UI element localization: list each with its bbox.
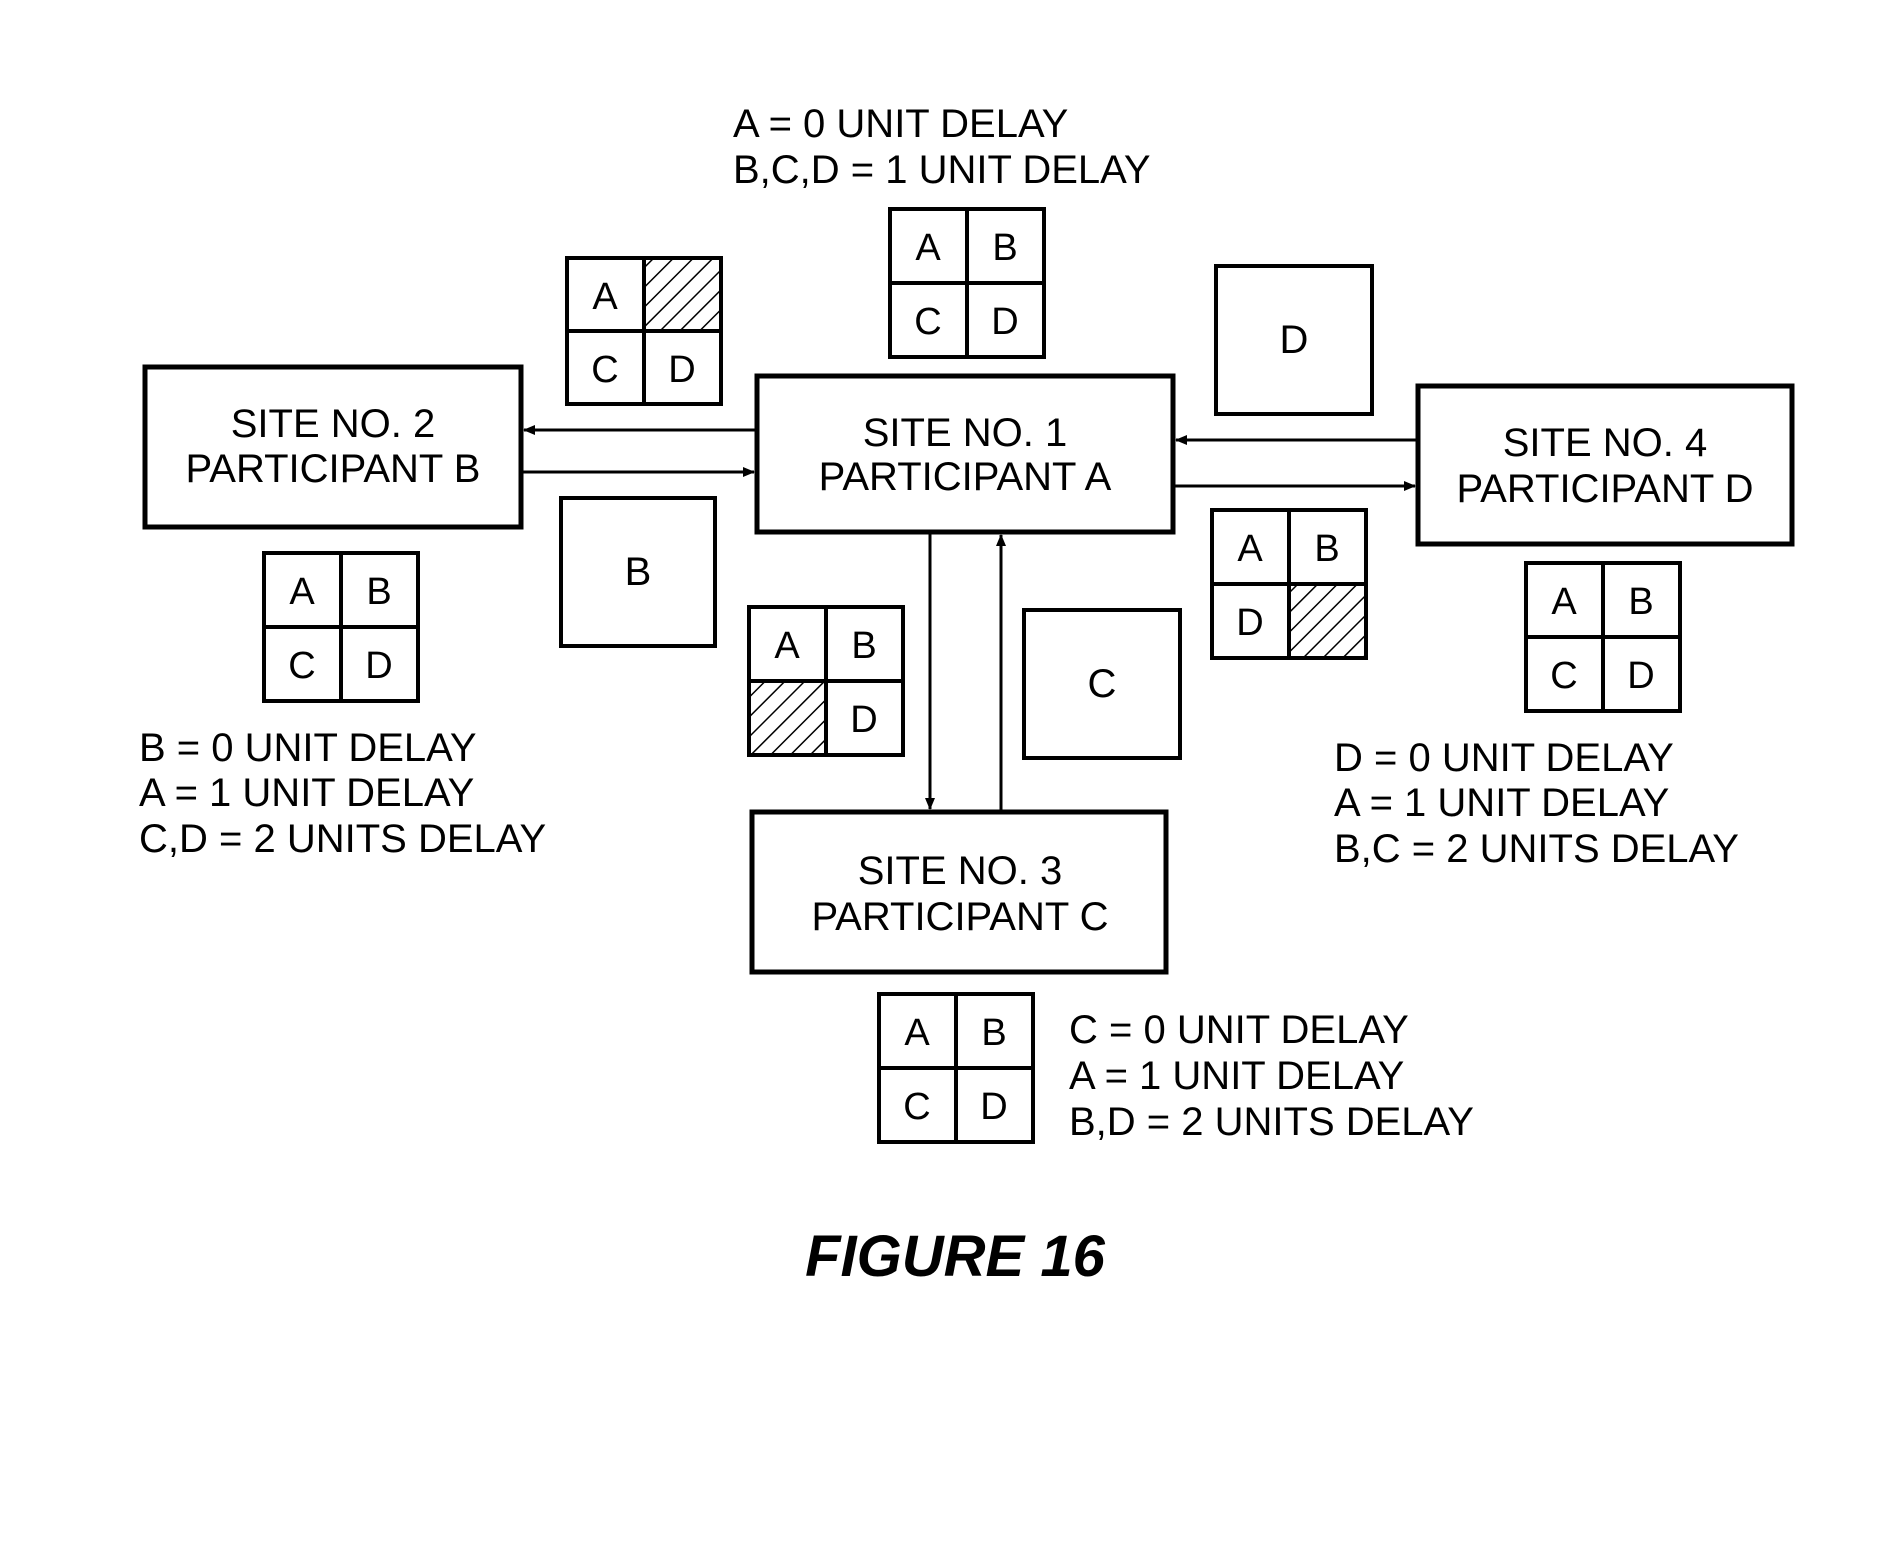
- grid-cell: B: [992, 227, 1017, 269]
- grid-cell: C: [591, 349, 618, 391]
- grid-cell: D: [365, 645, 392, 687]
- site-2-participant: PARTICIPANT B: [186, 447, 481, 491]
- hatched-cell: [1289, 584, 1366, 658]
- figure-caption: FIGURE 16: [805, 1224, 1105, 1289]
- site-3-box: SITE NO. 3 PARTICIPANT C: [752, 812, 1166, 972]
- site-3-frame-grid: A B C D: [879, 994, 1033, 1142]
- grid-cell: C: [914, 301, 941, 343]
- site-4-delay-notes: D = 0 UNIT DELAY A = 1 UNIT DELAY B,C = …: [1334, 736, 1739, 871]
- single-frame-from-site-4: D: [1216, 266, 1372, 414]
- grid-cell: C: [288, 645, 315, 687]
- grid-cell: C: [1550, 655, 1577, 697]
- grid-cell: B: [1628, 581, 1653, 623]
- single-frame-from-site-2: B: [561, 498, 715, 646]
- frame-grid-to-site-4: A B D: [1212, 510, 1366, 658]
- frame-label: B: [625, 550, 652, 594]
- grid-cell: A: [1551, 581, 1577, 623]
- site-1-box: SITE NO. 1 PARTICIPANT A: [757, 376, 1173, 532]
- site-2-frame-grid: A B C D: [264, 553, 418, 701]
- delay-line: C = 0 UNIT DELAY: [1069, 1008, 1409, 1052]
- site-1-title: SITE NO. 1: [863, 411, 1068, 455]
- delay-line: A = 0 UNIT DELAY: [733, 102, 1068, 146]
- site-4-title: SITE NO. 4: [1503, 421, 1708, 465]
- delay-line: C,D = 2 UNITS DELAY: [139, 817, 546, 861]
- site-1-delay-notes: A = 0 UNIT DELAY B,C,D = 1 UNIT DELAY: [733, 102, 1151, 192]
- hatched-cell: [749, 681, 826, 755]
- grid-cell: D: [980, 1086, 1007, 1128]
- delay-line: B,C = 2 UNITS DELAY: [1334, 827, 1739, 871]
- site-2-delay-notes: B = 0 UNIT DELAY A = 1 UNIT DELAY C,D = …: [139, 726, 546, 861]
- frame-grid-to-site-3: A B D: [749, 607, 903, 755]
- hatched-cell: [644, 258, 721, 331]
- site-2-box: SITE NO. 2 PARTICIPANT B: [145, 367, 521, 527]
- frame-grid-to-site-2: A C D: [567, 258, 721, 404]
- delay-line: B,C,D = 1 UNIT DELAY: [733, 148, 1151, 192]
- grid-cell: D: [1627, 655, 1654, 697]
- delay-line: A = 1 UNIT DELAY: [139, 771, 474, 815]
- frame-label: C: [1088, 662, 1117, 706]
- grid-cell: B: [981, 1012, 1006, 1054]
- delay-line: A = 1 UNIT DELAY: [1334, 781, 1669, 825]
- grid-cell: A: [904, 1012, 930, 1054]
- grid-cell: A: [774, 625, 800, 667]
- site-4-participant: PARTICIPANT D: [1456, 467, 1753, 511]
- site-4-box: SITE NO. 4 PARTICIPANT D: [1418, 386, 1792, 544]
- single-frame-from-site-3: C: [1024, 610, 1180, 758]
- delay-line: B = 0 UNIT DELAY: [139, 726, 477, 770]
- frame-label: D: [1280, 318, 1309, 362]
- grid-cell: B: [1314, 528, 1339, 570]
- site-1-frame-grid: A B C D: [890, 209, 1044, 357]
- site-3-title: SITE NO. 3: [858, 849, 1063, 893]
- site-1-participant: PARTICIPANT A: [819, 455, 1112, 499]
- delay-line: B,D = 2 UNITS DELAY: [1069, 1100, 1474, 1144]
- grid-cell: D: [850, 699, 877, 741]
- grid-cell: A: [915, 227, 941, 269]
- delay-line: A = 1 UNIT DELAY: [1069, 1054, 1404, 1098]
- grid-cell: A: [592, 276, 618, 318]
- site-2-title: SITE NO. 2: [231, 402, 436, 446]
- grid-cell: A: [289, 571, 315, 613]
- grid-cell: B: [851, 625, 876, 667]
- site-4-frame-grid: A B C D: [1526, 563, 1680, 711]
- delay-line: D = 0 UNIT DELAY: [1334, 736, 1674, 780]
- grid-cell: D: [668, 349, 695, 391]
- grid-cell: A: [1237, 528, 1263, 570]
- site-3-delay-notes: C = 0 UNIT DELAY A = 1 UNIT DELAY B,D = …: [1069, 1008, 1474, 1144]
- grid-cell: D: [1236, 602, 1263, 644]
- grid-cell: C: [903, 1086, 930, 1128]
- site-3-participant: PARTICIPANT C: [811, 895, 1108, 939]
- grid-cell: B: [366, 571, 391, 613]
- grid-cell: D: [991, 301, 1018, 343]
